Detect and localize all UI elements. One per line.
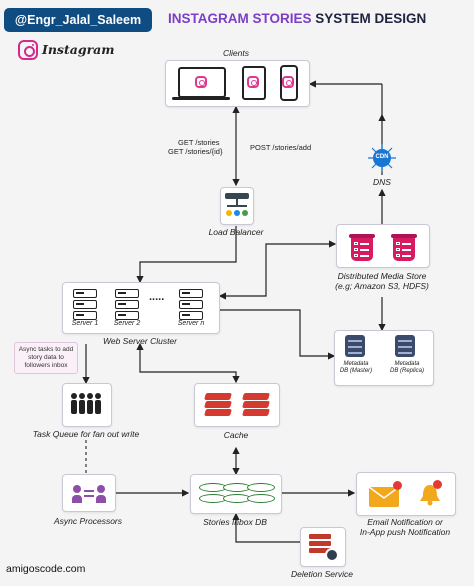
database-icon [395,335,415,357]
database-icon [345,335,365,357]
clients-box [165,60,310,107]
async-note-line-3: followers inbox [24,362,68,369]
notification-sublabel: In-App push Notification [359,527,451,537]
dns-label: DNS [373,177,391,187]
server-ellipsis: ..... [149,291,165,303]
server-icon [115,289,139,320]
async-processors-label: Async Processors [53,516,123,526]
server-n-label: Server n [177,320,205,327]
footer-brand: amigoscode.com [6,563,86,575]
edge-label-post-stories: POST /stories/add [250,143,312,152]
laptop-icon [178,67,226,98]
server-icon [179,289,203,320]
redis-icon [204,393,232,417]
cdn-label: CDN [375,154,389,160]
database-icon [199,483,227,503]
instagram-icon [18,40,38,60]
edge-label-get-stories-id: GET /stories/{id} [168,147,223,156]
edge-label-get-stories: GET /stories [178,138,220,147]
cache-box [194,383,280,427]
load-balancer-icon [220,187,254,225]
media-store-box [336,224,430,268]
bucket-icon [349,234,375,261]
async-processors-box [62,474,116,512]
metadata-master-sublabel: DB (Master) [339,368,373,374]
redis-icon [242,393,270,417]
email-icon [368,486,400,507]
metadata-db-box: Metadata DB (Master) Metadata DB (Replic… [334,330,434,386]
page-title: INSTAGRAM STORIES SYSTEM DESIGN [168,11,426,26]
laptop-base [172,97,230,100]
notification-label: Email Notification or [367,517,443,527]
async-tasks-note: Async tasks to add story data to followe… [14,342,78,374]
server-2-label: Server 2 [113,320,141,327]
async-note-line-2: story data to [28,354,64,361]
web-server-cluster-label: Web Server Cluster [102,336,177,346]
database-icon [247,483,275,503]
instagram-icon [282,76,294,88]
metadata-replica-sublabel: DB (Replica) [389,368,424,374]
bell-icon [419,483,440,506]
brand-name: Instagram [42,42,115,57]
stories-inbox-db-label: Stories Inbox DB [203,517,267,527]
media-store-label: Distributed Media Store [337,271,427,281]
title-highlight: INSTAGRAM STORIES [168,11,312,26]
metadata-replica-label: Metadata [394,361,420,367]
tablet-icon [242,66,266,100]
server-1-label: Server 1 [71,320,99,327]
cdn-icon: CDN [367,143,397,173]
gear-icon [325,548,339,562]
clients-label: Clients [223,48,249,58]
load-balancer-label: Load Balancer [208,227,264,237]
task-queue-box [62,383,112,427]
phone-icon [280,65,298,101]
server-icon [73,289,97,320]
metadata-master-label: Metadata [343,361,369,367]
server-icon [309,534,331,539]
processor-icon [73,485,81,493]
instagram-icon [247,76,259,88]
deletion-service-label: Deletion Service [291,569,353,579]
database-icon [223,483,251,503]
media-store-sublabel: (e.g; Amazon S3, HDFS) [335,281,429,291]
task-queue-label: Task Queue for fan out write [32,429,140,439]
notification-box [356,472,456,516]
queue-icon [71,393,101,414]
title-rest: SYSTEM DESIGN [311,11,427,26]
stories-inbox-db-box [190,474,282,514]
web-server-cluster-box: ..... Server 1 Server 2 Server n [62,282,220,334]
author-handle-badge: @Engr_Jalal_Saleem [4,8,152,32]
async-note-line-1: Async tasks to add [18,346,74,353]
deletion-service-box [300,527,346,567]
instagram-icon [195,76,207,88]
bucket-icon [391,234,417,261]
cache-label: Cache [223,430,249,440]
